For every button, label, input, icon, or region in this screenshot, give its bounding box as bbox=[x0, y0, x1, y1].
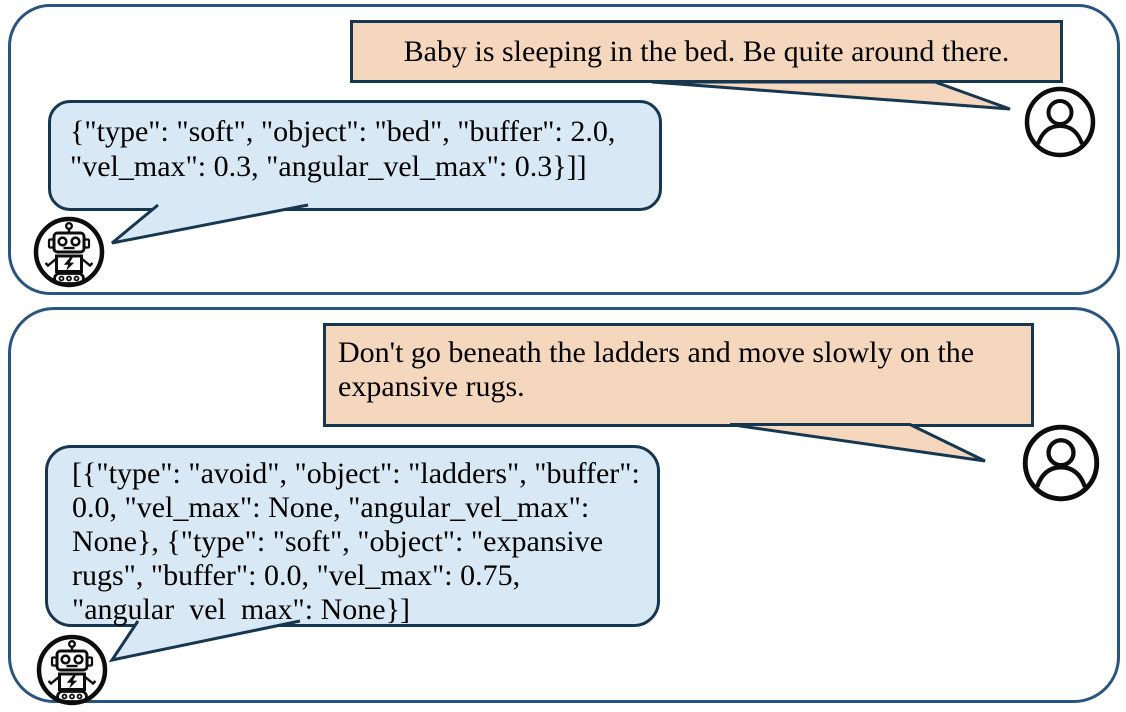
robot-icon bbox=[33, 216, 105, 288]
text-line: 0.0, "vel_max": None, "angular_vel_max": bbox=[72, 491, 590, 524]
user-message-bubble: Baby is sleeping in the bed. Be quite ar… bbox=[350, 20, 1063, 83]
text-line: "angular_vel_max": None}] bbox=[72, 593, 410, 626]
person-icon bbox=[1024, 86, 1096, 158]
robot-message-bubble: {"type": "soft", "object": "bed", "buffe… bbox=[48, 100, 662, 211]
robot-message-text: [{"type": "avoid", "object": "ladders", … bbox=[72, 457, 651, 627]
robot-icon bbox=[36, 634, 108, 706]
text-line: rugs", "buffer": 0.0, "vel_max": 0.75, bbox=[72, 559, 521, 592]
text-line: "vel_max": 0.3, "angular_vel_max": 0.3}]… bbox=[70, 150, 587, 183]
text-line: None}, {"type": "soft", "object": "expan… bbox=[72, 525, 604, 558]
user-message-bubble: Don't go beneath the ladders and move sl… bbox=[323, 323, 1034, 427]
user-message-text: Don't go beneath the ladders and move sl… bbox=[338, 336, 1023, 404]
robot-message-bubble: [{"type": "avoid", "object": "ladders", … bbox=[45, 445, 660, 627]
text-line: Don't go beneath the ladders and move sl… bbox=[338, 336, 975, 369]
text-line: {"type": "soft", "object": "bed", "buffe… bbox=[70, 115, 616, 148]
user-message-text: Baby is sleeping in the bed. Be quite ar… bbox=[403, 34, 1010, 68]
text-line: expansive rugs. bbox=[338, 370, 525, 403]
robot-message-text: {"type": "soft", "object": "bed", "buffe… bbox=[70, 114, 651, 184]
person-icon bbox=[1022, 424, 1100, 502]
text-line: [{"type": "avoid", "object": "ladders", … bbox=[72, 457, 640, 490]
